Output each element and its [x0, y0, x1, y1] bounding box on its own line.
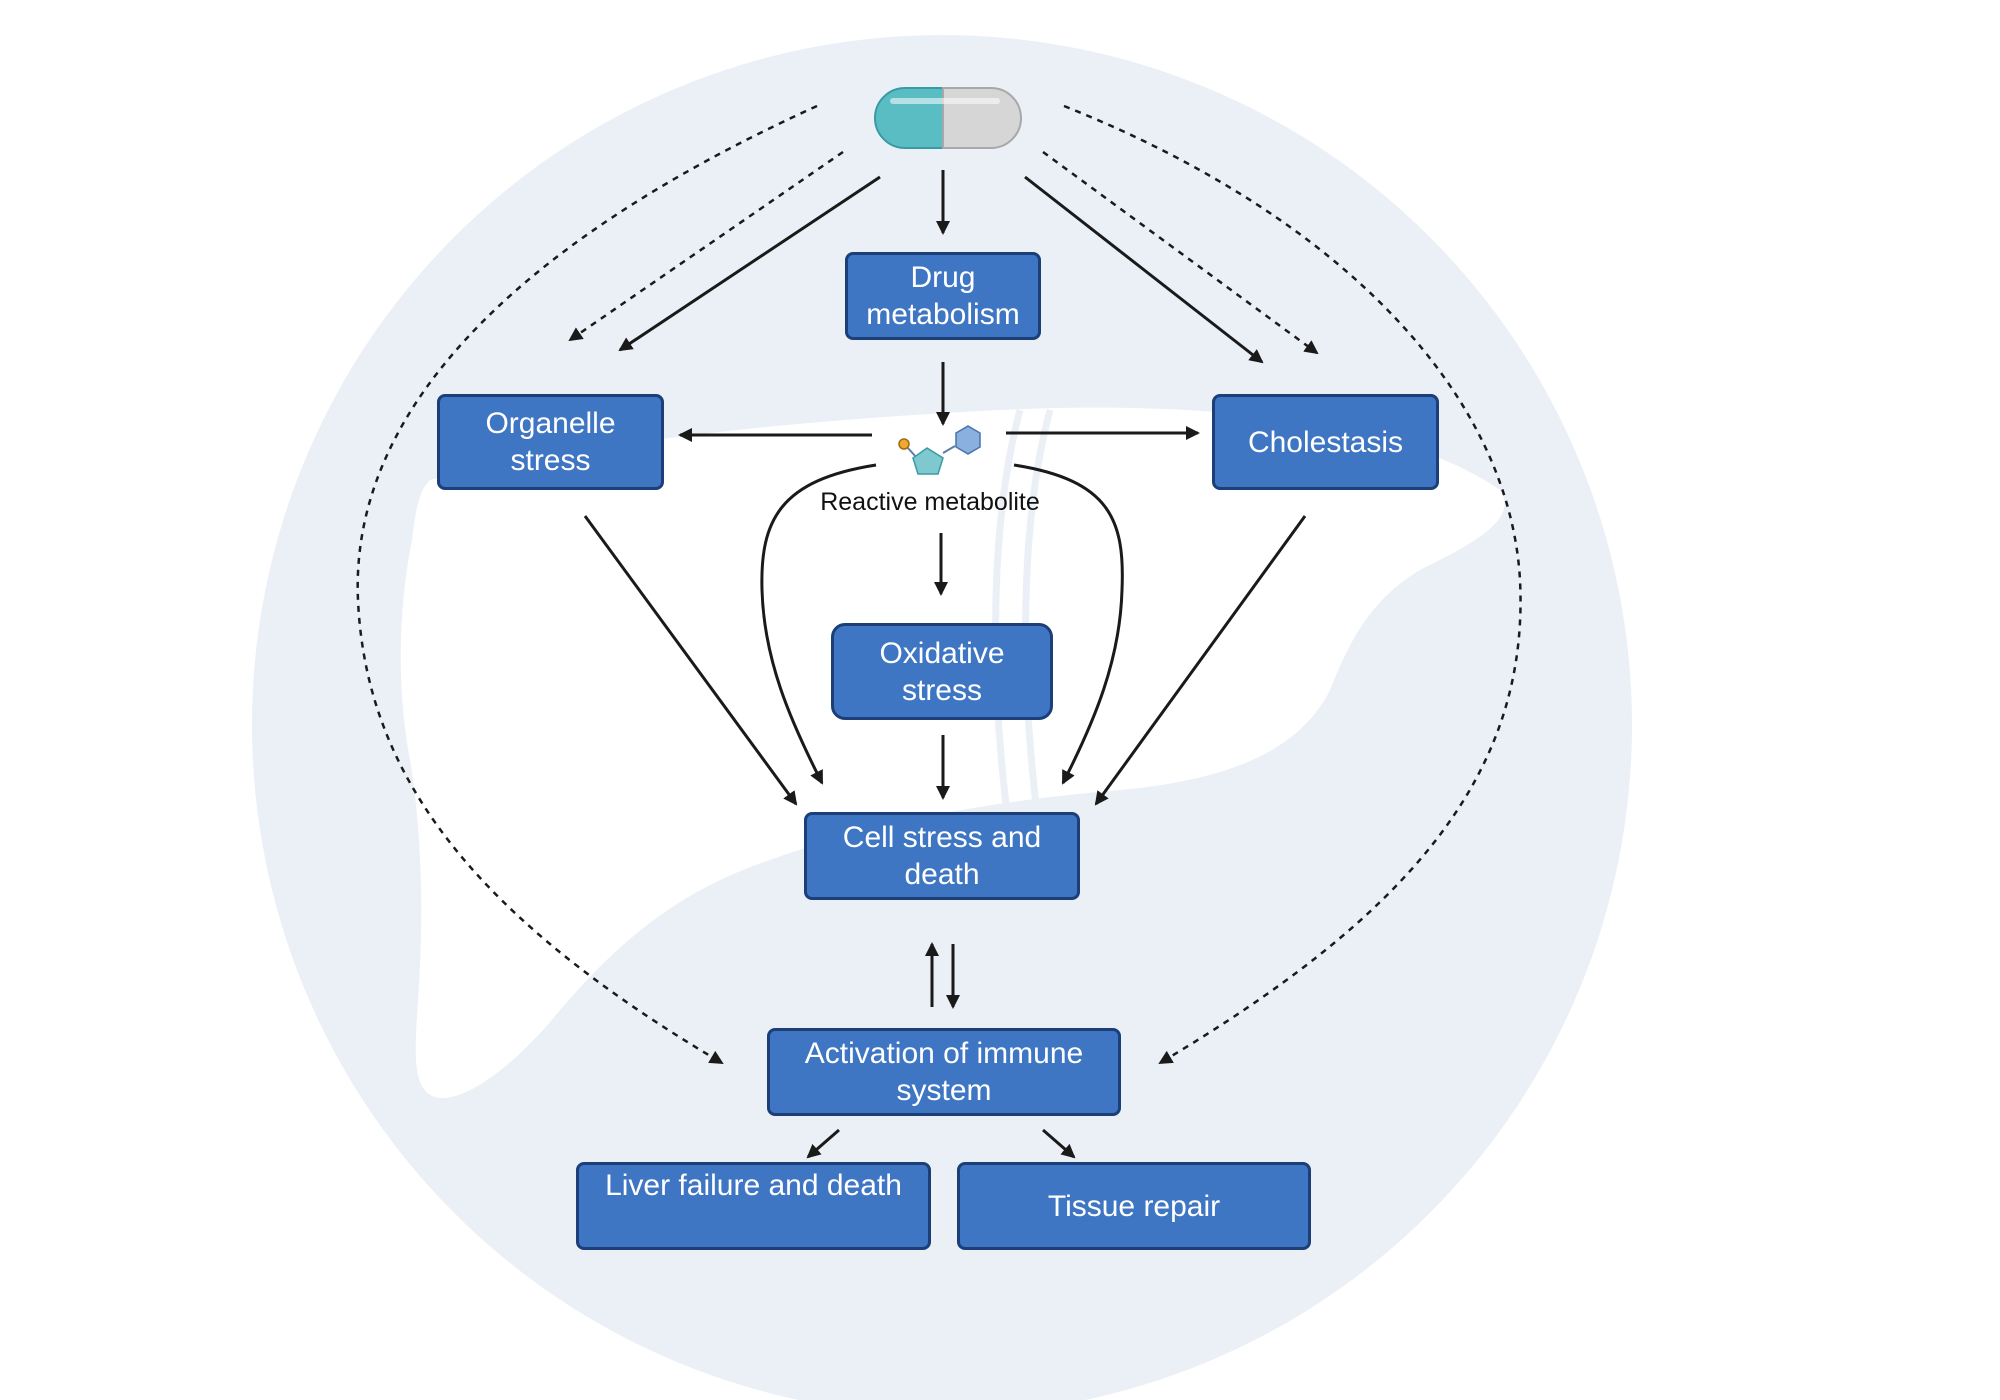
arrow-drug-to-organelle: [618, 175, 881, 352]
arrow-cholestasis-to-cell: [1094, 515, 1307, 806]
drug-metabolism-box: Drug metabolism: [845, 252, 1041, 340]
molecule-icon: [898, 425, 981, 475]
immune-activation-label: Activation of immune system: [804, 1037, 1084, 1107]
tissue-repair-label: Tissue repair: [1047, 1189, 1221, 1223]
cholestasis-label: Cholestasis: [1247, 425, 1404, 459]
oxidative-stress-label: Oxidative stress: [879, 636, 1005, 707]
oxidative-stress-box: Oxidative stress: [831, 623, 1053, 720]
liver-failure-label: Liver failure and death: [605, 1169, 902, 1202]
arrow-immune-to-tissue-repair: [1042, 1128, 1076, 1159]
reactive-metabolite-label: Reactive metabolite: [820, 488, 1040, 516]
organelle-stress-box: Organelle stress: [437, 394, 664, 490]
arrow-metabolite-curve-left: [760, 463, 877, 785]
dotted-arrow-drug-to-immune-left: [356, 104, 818, 1065]
cell-stress-death-label: Cell stress and death: [842, 821, 1042, 891]
immune-activation-box: Activation of immune system: [767, 1028, 1121, 1116]
tissue-repair-box: Tissue repair: [957, 1162, 1311, 1250]
arrow-drug-to-cholestasis: [1024, 175, 1264, 364]
liver-failure-box: Liver failure and death: [576, 1162, 931, 1250]
dotted-arrow-drug-to-organelle: [568, 150, 844, 342]
capsule-icon: [874, 87, 1022, 149]
liver-silhouette: [400, 407, 1505, 1099]
arrow-metabolite-curve-right: [1013, 463, 1124, 785]
arrow-immune-to-liver-failure: [806, 1128, 840, 1159]
cell-stress-death-box: Cell stress and death: [804, 812, 1080, 900]
drug-metabolism-label: Drug metabolism: [866, 261, 1020, 331]
organelle-stress-label: Organelle stress: [485, 407, 616, 477]
cholestasis-box: Cholestasis: [1212, 394, 1439, 490]
dotted-arrow-drug-to-immune-right: [1063, 104, 1522, 1065]
arrow-organelle-to-cell: [583, 515, 798, 806]
dotted-arrow-drug-to-cholestasis: [1042, 150, 1319, 355]
